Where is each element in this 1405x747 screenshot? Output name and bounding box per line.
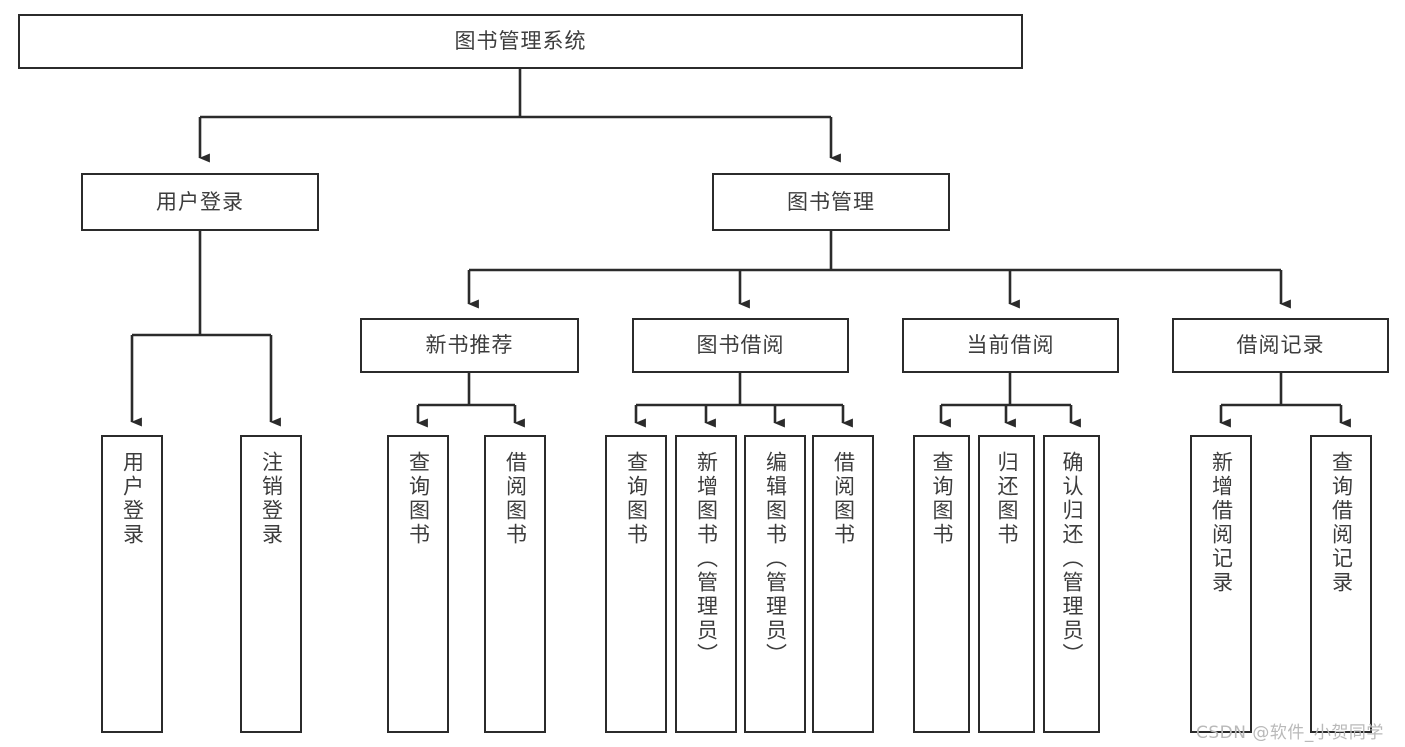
leaf-add-borrow-record[interactable]: 新增借阅记录 bbox=[1190, 435, 1252, 733]
leaf-confirm-return-admin[interactable]: 确认归还（管理员） bbox=[1043, 435, 1100, 733]
leaf-edit-book-admin[interactable]: 编辑图书（管理员） bbox=[744, 435, 806, 733]
leaf-return-book-label: 归还图书 bbox=[995, 451, 1019, 547]
leaf-add-borrow-record-label: 新增借阅记录 bbox=[1209, 451, 1234, 595]
leaf-logout[interactable]: 注销登录 bbox=[240, 435, 302, 733]
leaf-edit-book-admin-label: 编辑图书（管理员） bbox=[763, 451, 788, 667]
leaf-query-book-2-label: 查询图书 bbox=[624, 451, 649, 547]
leaf-borrow-book-2[interactable]: 借阅图书 bbox=[812, 435, 874, 733]
node-book-borrow-label: 图书借阅 bbox=[696, 333, 785, 358]
leaf-borrow-book-1[interactable]: 借阅图书 bbox=[484, 435, 546, 733]
leaf-borrow-book-2-label: 借阅图书 bbox=[831, 451, 856, 547]
node-borrow-record-label: 借阅记录 bbox=[1236, 333, 1325, 358]
leaf-query-borrow-record[interactable]: 查询借阅记录 bbox=[1310, 435, 1372, 733]
node-root[interactable]: 图书管理系统 bbox=[18, 14, 1023, 69]
node-current-borrow[interactable]: 当前借阅 bbox=[902, 318, 1119, 373]
leaf-query-book-3[interactable]: 查询图书 bbox=[913, 435, 970, 733]
leaf-query-book-1[interactable]: 查询图书 bbox=[387, 435, 449, 733]
leaf-query-book-2[interactable]: 查询图书 bbox=[605, 435, 667, 733]
node-book-management-label: 图书管理 bbox=[787, 189, 875, 214]
leaf-query-book-1-label: 查询图书 bbox=[406, 451, 431, 547]
leaf-add-book-admin-label: 新增图书（管理员） bbox=[694, 451, 719, 667]
leaf-user-login[interactable]: 用户登录 bbox=[101, 435, 163, 733]
node-new-book-recommend-label: 新书推荐 bbox=[425, 333, 514, 358]
leaf-query-borrow-record-label: 查询借阅记录 bbox=[1329, 451, 1354, 595]
leaf-add-book-admin[interactable]: 新增图书（管理员） bbox=[675, 435, 737, 733]
node-book-management[interactable]: 图书管理 bbox=[712, 173, 950, 231]
leaf-logout-label: 注销登录 bbox=[259, 451, 284, 547]
node-current-borrow-label: 当前借阅 bbox=[966, 333, 1055, 358]
leaf-query-book-3-label: 查询图书 bbox=[930, 451, 954, 547]
node-user-login-label: 用户登录 bbox=[156, 189, 244, 214]
leaf-borrow-book-1-label: 借阅图书 bbox=[503, 451, 528, 547]
node-book-borrow[interactable]: 图书借阅 bbox=[632, 318, 849, 373]
node-new-book-recommend[interactable]: 新书推荐 bbox=[360, 318, 579, 373]
node-borrow-record[interactable]: 借阅记录 bbox=[1172, 318, 1389, 373]
watermark: CSDN @软件_小贺同学 bbox=[1196, 723, 1384, 743]
leaf-user-login-label: 用户登录 bbox=[120, 451, 145, 547]
leaf-return-book[interactable]: 归还图书 bbox=[978, 435, 1035, 733]
node-root-label: 图书管理系统 bbox=[454, 29, 587, 54]
node-user-login[interactable]: 用户登录 bbox=[81, 173, 319, 231]
leaf-confirm-return-admin-label: 确认归还（管理员） bbox=[1060, 451, 1084, 667]
